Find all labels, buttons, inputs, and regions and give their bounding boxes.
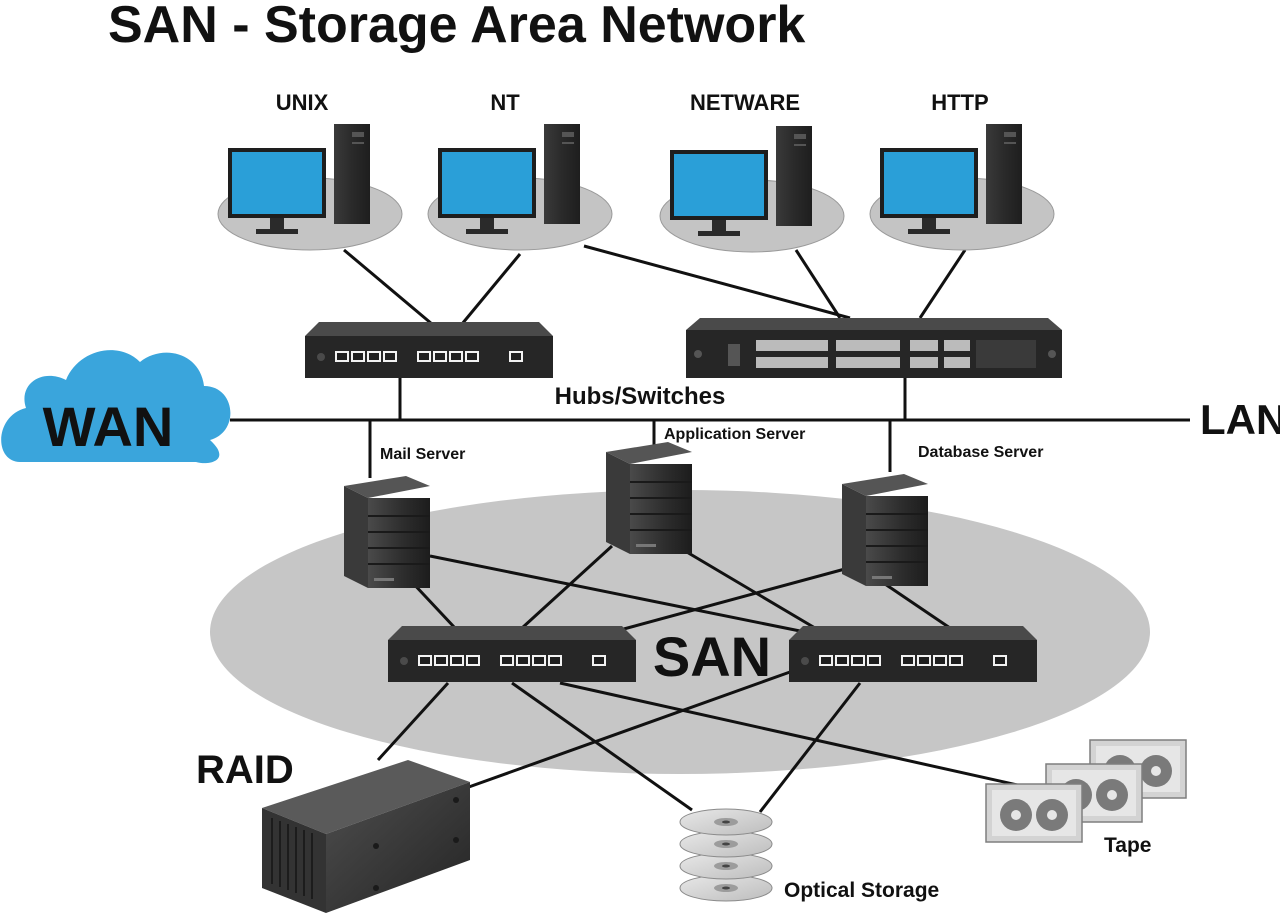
wan-label: WAN <box>43 395 174 458</box>
computer-icon <box>228 124 370 234</box>
lan-label: LAN <box>1200 396 1280 443</box>
san-switch-left <box>388 626 636 682</box>
tape-icon <box>985 783 1083 843</box>
disc-icon <box>679 808 773 836</box>
optical-storage-label: Optical Storage <box>784 879 939 902</box>
server-icon <box>841 473 929 587</box>
raid-label: RAID <box>196 748 294 792</box>
mail-server: Mail Server <box>343 446 465 589</box>
server-label: Application Server <box>664 426 805 443</box>
client-http: HTTP <box>869 90 1055 251</box>
cloud-icon <box>1 350 231 464</box>
hubs-switches-label: Hubs/Switches <box>555 383 726 410</box>
computer-icon <box>438 124 580 234</box>
diagram-title: SAN - Storage Area Network <box>108 0 805 54</box>
server-icon <box>605 441 693 555</box>
san-switch-right <box>789 626 1037 682</box>
san-label: SAN <box>653 625 771 688</box>
server-label: Database Server <box>918 444 1043 461</box>
optical-storage <box>679 808 773 902</box>
client-label: HTTP <box>931 90 988 115</box>
tape-label: Tape <box>1104 834 1151 857</box>
connection-lines <box>230 244 1190 813</box>
hub-switch-left <box>305 322 553 378</box>
client-label: UNIX <box>276 90 329 115</box>
computer-icon <box>880 124 1022 234</box>
server-label: Mail Server <box>380 446 465 463</box>
client-label: NETWARE <box>690 90 800 115</box>
server-icon <box>343 475 431 589</box>
raid-array <box>262 760 470 913</box>
application-server: Application Server <box>605 426 805 555</box>
client-label: NT <box>490 90 520 115</box>
client-netware: NETWARE <box>659 90 845 253</box>
client-unix: UNIX <box>217 90 403 251</box>
tape-drives <box>985 739 1187 843</box>
client-nt: NT <box>427 90 613 251</box>
wan-cloud: WAN <box>1 350 231 464</box>
computer-icon <box>670 126 812 236</box>
hub-switch-right <box>686 318 1062 378</box>
database-server: Database Server <box>841 444 1043 587</box>
